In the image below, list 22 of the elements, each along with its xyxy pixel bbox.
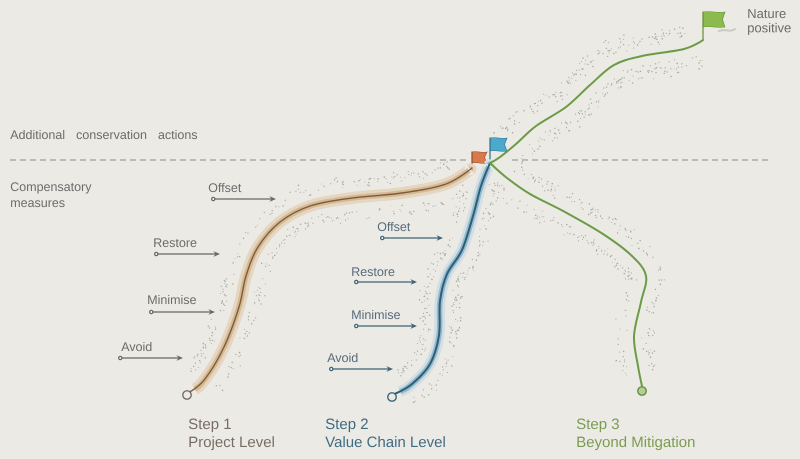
- action-label: Minimise: [148, 294, 196, 304]
- zone-label: Compensatory measures: [10, 182, 92, 208]
- winding-path: [489, 162, 648, 388]
- start-circle: [637, 386, 647, 396]
- flag-label: Nature positive: [748, 9, 791, 35]
- step-title: Step 3: [576, 418, 619, 432]
- step-subtitle: Beyond Mitigation: [577, 436, 694, 450]
- step-title: Step 2: [326, 418, 368, 432]
- action-label: Offset: [208, 182, 242, 192]
- zone-label: Additional conservation actions: [10, 130, 198, 140]
- action-label: Restore: [352, 267, 394, 276]
- step-title: Step 1: [188, 418, 231, 432]
- step-subtitle: Value Chain Level: [325, 436, 445, 448]
- flag-icon: [702, 11, 736, 40]
- winding-path: [489, 39, 704, 164]
- action-label: Restore: [154, 238, 196, 248]
- action-label: Avoid: [327, 352, 358, 362]
- action-label: Minimise: [352, 310, 400, 320]
- step-subtitle: Project Level: [189, 436, 274, 450]
- action-label: Avoid: [121, 342, 152, 352]
- start-circle: [387, 392, 397, 402]
- start-circle: [182, 390, 192, 400]
